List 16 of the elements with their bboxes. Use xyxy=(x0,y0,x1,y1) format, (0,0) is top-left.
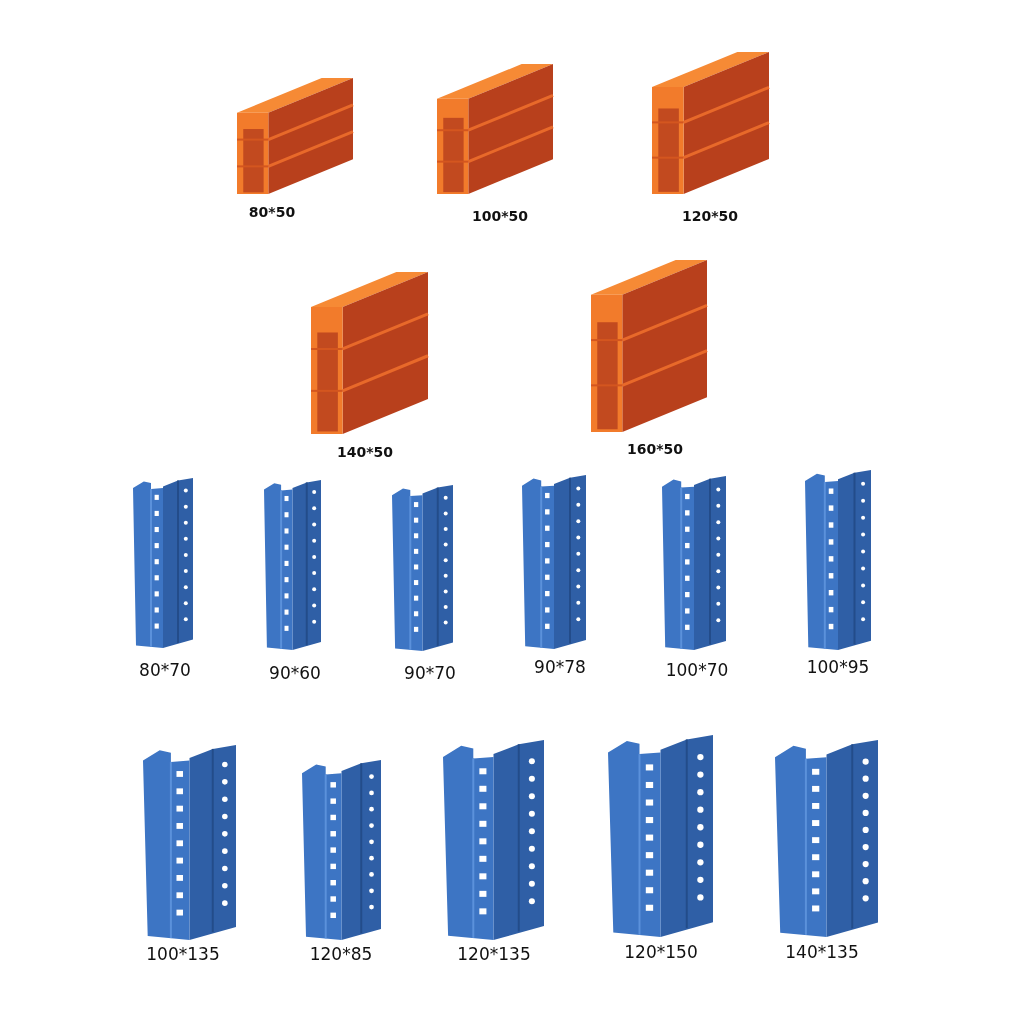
size-label: 100*135 xyxy=(146,944,220,964)
size-label: 100*50 xyxy=(472,208,528,224)
size-label: 120*135 xyxy=(457,944,531,964)
size-label: 140*50 xyxy=(337,444,393,460)
size-label: 80*70 xyxy=(139,660,191,680)
size-label: 100*95 xyxy=(806,657,870,677)
size-label: 90*70 xyxy=(404,663,456,683)
size-label: 80*50 xyxy=(248,204,296,220)
size-label: 100*70 xyxy=(665,660,729,680)
size-label: 90*60 xyxy=(269,663,321,683)
size-label: 140*135 xyxy=(785,942,859,962)
size-label: 120*85 xyxy=(309,944,373,964)
size-label: 120*150 xyxy=(624,942,698,962)
size-label: 160*50 xyxy=(627,441,683,457)
size-label: 120*50 xyxy=(682,208,738,224)
size-label: 90*78 xyxy=(534,657,586,677)
